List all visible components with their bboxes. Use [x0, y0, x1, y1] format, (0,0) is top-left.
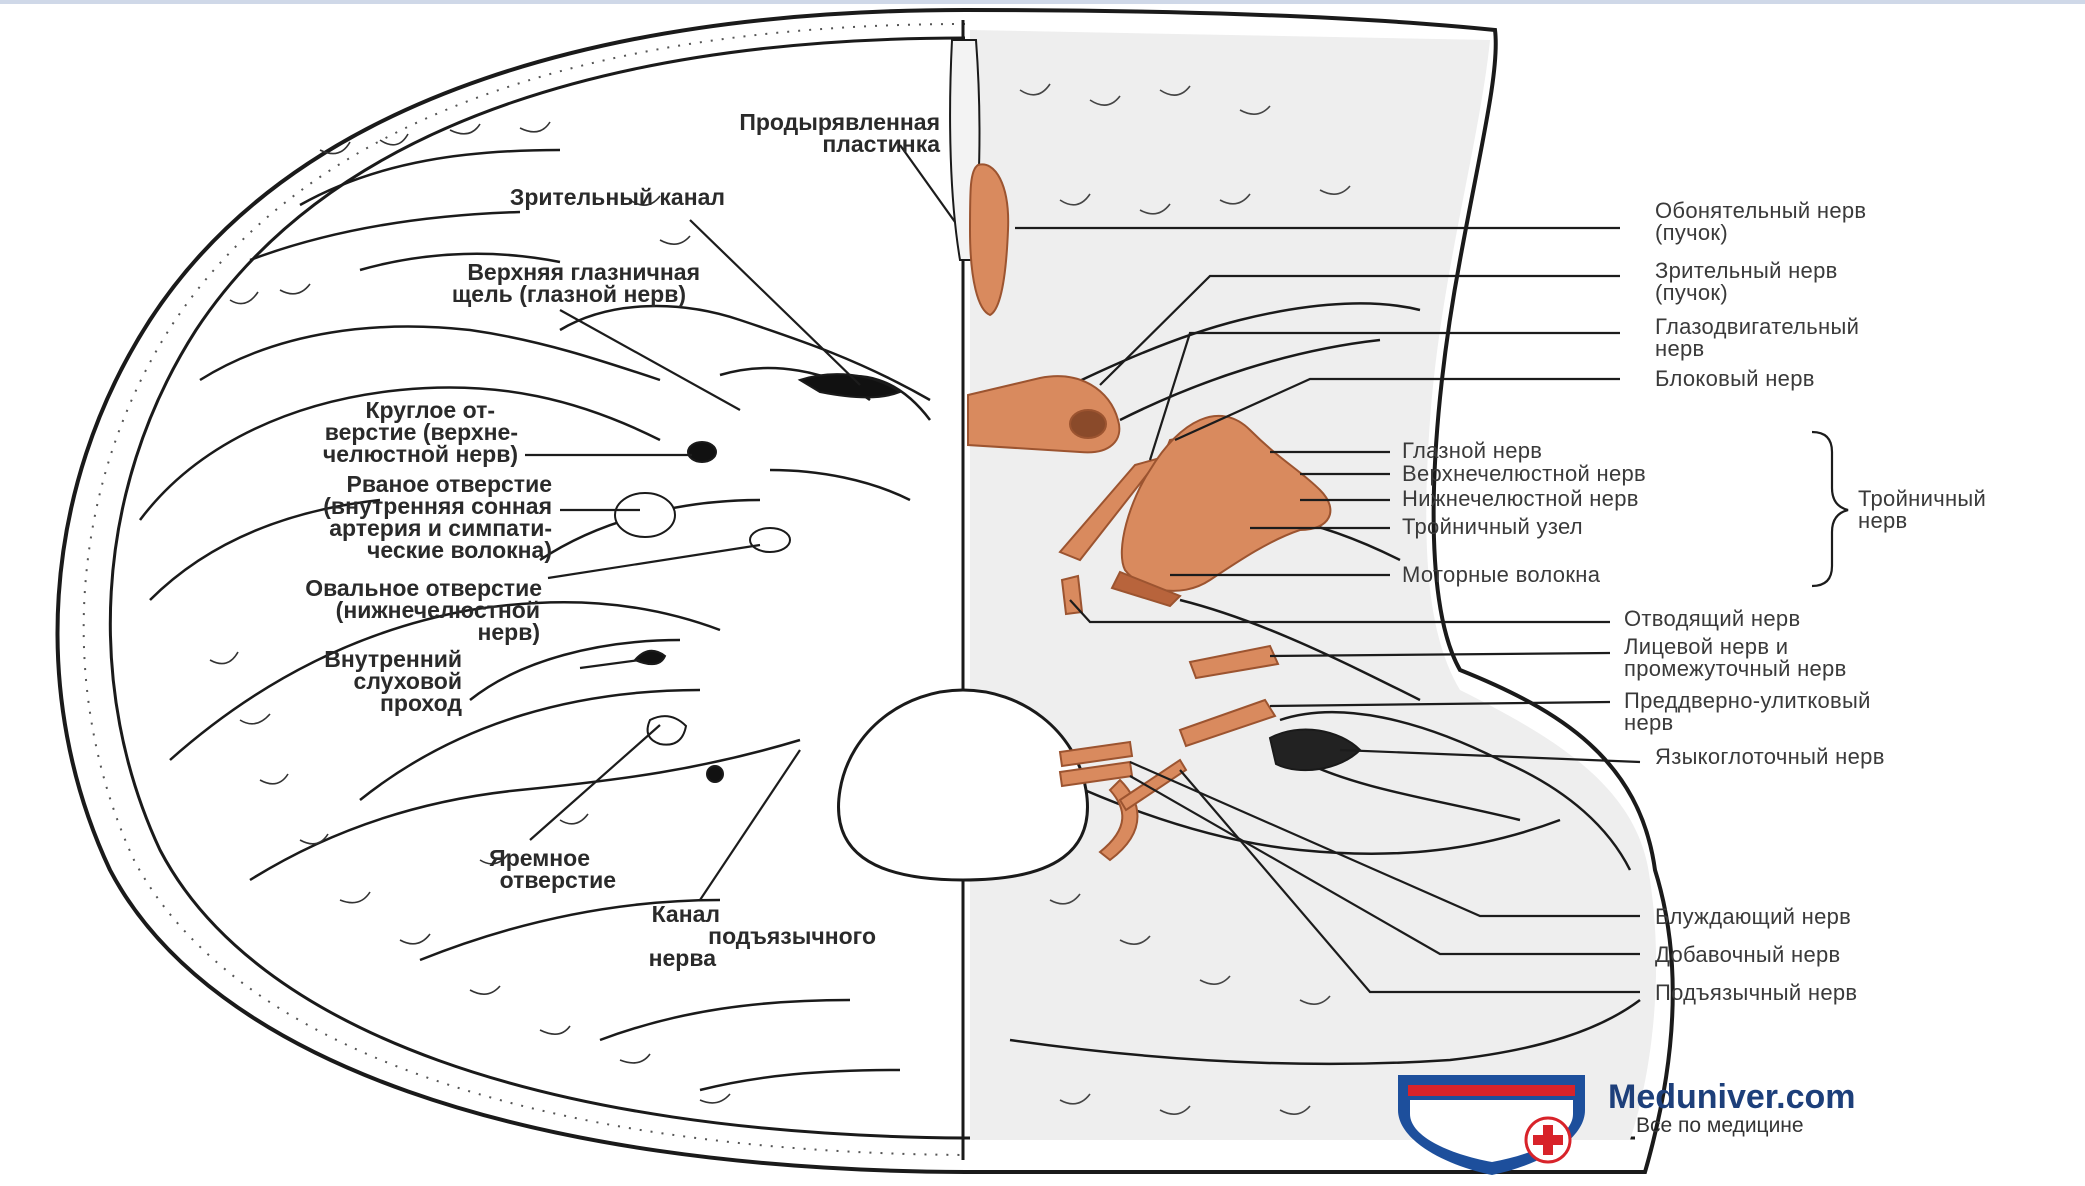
label-vestibulo-2: нерв — [1624, 710, 1674, 735]
label-hypoglossal-2: подъязычного — [708, 923, 876, 949]
foramen-ovale — [750, 528, 790, 552]
label-optic-2: (пучок) — [1655, 280, 1728, 305]
label-glossopharyngeal: Языкоглоточный нерв — [1655, 744, 1885, 769]
label-lacerum-4: ческие волокна) — [367, 537, 552, 563]
hypoglossal-canal — [707, 766, 723, 782]
foramen-rotundum — [688, 442, 716, 462]
label-iam-3: проход — [380, 690, 462, 716]
trigeminal-brace — [1812, 432, 1848, 586]
label-sof-2: щель (глазной нерв) — [452, 281, 686, 307]
shield-stripe — [1408, 1085, 1575, 1096]
top-border — [0, 0, 2085, 4]
optic-nerve-cut — [1070, 410, 1106, 438]
label-abducens: Отводящий нерв — [1624, 606, 1800, 631]
label-accessory: Добавочный нерв — [1655, 942, 1841, 967]
label-facial-2: промежуточный нерв — [1624, 656, 1847, 681]
watermark-tagline: Все по медицине — [1636, 1114, 1804, 1137]
label-trochlear: Блоковый нерв — [1655, 366, 1815, 391]
label-olfactory-2: (пучок) — [1655, 220, 1728, 245]
label-maxillary: Верхнечелюстной нерв — [1402, 461, 1646, 486]
label-oculomotor-2: нерв — [1655, 336, 1705, 361]
label-jugular-2: отверстие — [500, 867, 616, 893]
label-trigeminal-2: нерв — [1858, 508, 1908, 533]
label-optic-canal: Зрительный канал — [510, 184, 725, 210]
label-hypoglossal-3: нерва — [649, 945, 717, 971]
foramen-lacerum — [615, 493, 675, 537]
watermark-site: Meduniver.com — [1608, 1078, 1856, 1116]
label-cribriform-2: пластинка — [822, 131, 940, 157]
label-hypoglossal: Подъязычный нерв — [1655, 980, 1857, 1005]
label-ovale-3: нерв) — [477, 619, 540, 645]
label-motor-fibers: Моторные волокна — [1402, 562, 1601, 587]
label-ophthalmic: Глазной нерв — [1402, 438, 1542, 463]
label-vagus: Блуждающий нерв — [1655, 904, 1851, 929]
label-mandibular: Нижнечелюстной нерв — [1402, 486, 1639, 511]
label-rotundum-3: челюстной нерв) — [323, 441, 518, 467]
label-trigeminal-ganglion: Тройничный узел — [1402, 514, 1583, 539]
